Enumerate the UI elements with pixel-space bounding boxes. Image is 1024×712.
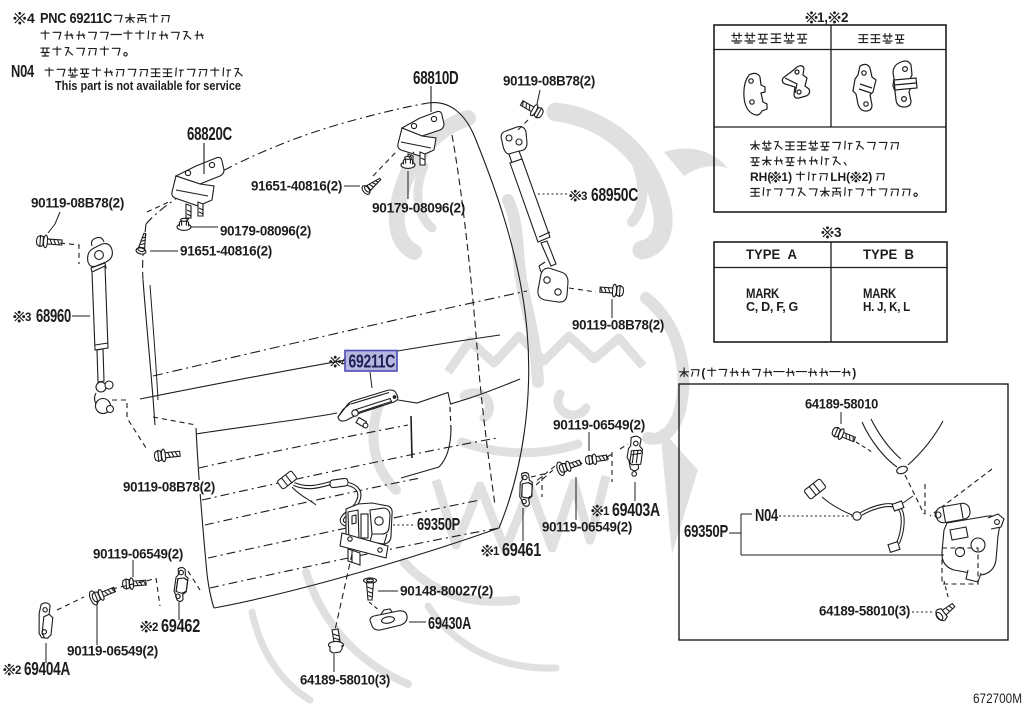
svg-text:64189-58010: 64189-58010 bbox=[805, 396, 878, 412]
svg-text:1): 1) bbox=[781, 170, 792, 184]
svg-text:69430A: 69430A bbox=[428, 613, 471, 633]
svg-text:3: 3 bbox=[834, 225, 842, 240]
svg-text:4: 4 bbox=[27, 10, 35, 26]
svg-text:69403A: 69403A bbox=[612, 500, 660, 520]
svg-text:91651-40816(2): 91651-40816(2) bbox=[251, 178, 343, 194]
svg-text:1: 1 bbox=[603, 506, 610, 518]
svg-text:C, D, F, G: C, D, F, G bbox=[746, 299, 798, 314]
svg-text:N04: N04 bbox=[11, 61, 34, 81]
svg-text:69461: 69461 bbox=[502, 540, 541, 560]
svg-text:90119-06549(2): 90119-06549(2) bbox=[542, 519, 633, 535]
svg-text:68820C: 68820C bbox=[187, 124, 232, 144]
svg-text:3: 3 bbox=[25, 312, 31, 324]
svg-text:90119-06549(2): 90119-06549(2) bbox=[93, 546, 184, 562]
svg-text:90119-08B78(2): 90119-08B78(2) bbox=[572, 317, 665, 333]
svg-text:91651-40816(2): 91651-40816(2) bbox=[180, 243, 273, 259]
svg-text:90119-08B78(2): 90119-08B78(2) bbox=[123, 479, 216, 495]
svg-text:2: 2 bbox=[15, 665, 21, 677]
svg-text:H. J, K, L: H. J, K, L bbox=[863, 299, 910, 314]
svg-text:): ) bbox=[852, 366, 856, 380]
svg-text:69462: 69462 bbox=[161, 616, 200, 636]
svg-text:2): 2) bbox=[862, 170, 873, 184]
svg-text:672700M: 672700M bbox=[973, 691, 1022, 706]
svg-text:64189-58010(3): 64189-58010(3) bbox=[300, 672, 391, 688]
svg-text:LH(: LH( bbox=[830, 170, 850, 184]
svg-text:69350P: 69350P bbox=[684, 521, 728, 541]
svg-text:This part is not available for: This part is not available for service bbox=[55, 79, 241, 93]
svg-text:1: 1 bbox=[493, 546, 500, 558]
svg-text:RH(: RH( bbox=[750, 170, 771, 184]
svg-text:90179-08096(2): 90179-08096(2) bbox=[372, 200, 466, 216]
svg-text:68810D: 68810D bbox=[413, 68, 459, 88]
svg-text:2: 2 bbox=[152, 622, 158, 634]
svg-text:90148-80027(2): 90148-80027(2) bbox=[400, 583, 494, 599]
svg-text:2: 2 bbox=[841, 10, 848, 25]
svg-text:68950C: 68950C bbox=[591, 185, 638, 205]
svg-text:90119-06549(2): 90119-06549(2) bbox=[67, 643, 159, 659]
svg-text:PNC 69211C: PNC 69211C bbox=[40, 11, 113, 27]
svg-text:TYPE A: TYPE A bbox=[746, 247, 797, 262]
svg-text:(: ( bbox=[701, 366, 705, 380]
svg-text:TYPE B: TYPE B bbox=[863, 247, 914, 262]
svg-text:69211C: 69211C bbox=[349, 352, 396, 372]
svg-text:90119-08B78(2): 90119-08B78(2) bbox=[503, 73, 596, 89]
svg-text:90119-06549(2): 90119-06549(2) bbox=[553, 417, 646, 433]
svg-text:N04: N04 bbox=[755, 505, 778, 525]
svg-text:1,: 1, bbox=[817, 10, 828, 25]
svg-text:90179-08096(2): 90179-08096(2) bbox=[220, 223, 312, 239]
svg-text:64189-58010(3): 64189-58010(3) bbox=[819, 603, 911, 619]
svg-text:90119-08B78(2): 90119-08B78(2) bbox=[31, 195, 125, 211]
svg-text:3: 3 bbox=[581, 191, 587, 203]
svg-text:68960: 68960 bbox=[36, 306, 71, 326]
svg-text:69350P: 69350P bbox=[417, 514, 460, 534]
svg-text:69404A: 69404A bbox=[24, 659, 70, 679]
